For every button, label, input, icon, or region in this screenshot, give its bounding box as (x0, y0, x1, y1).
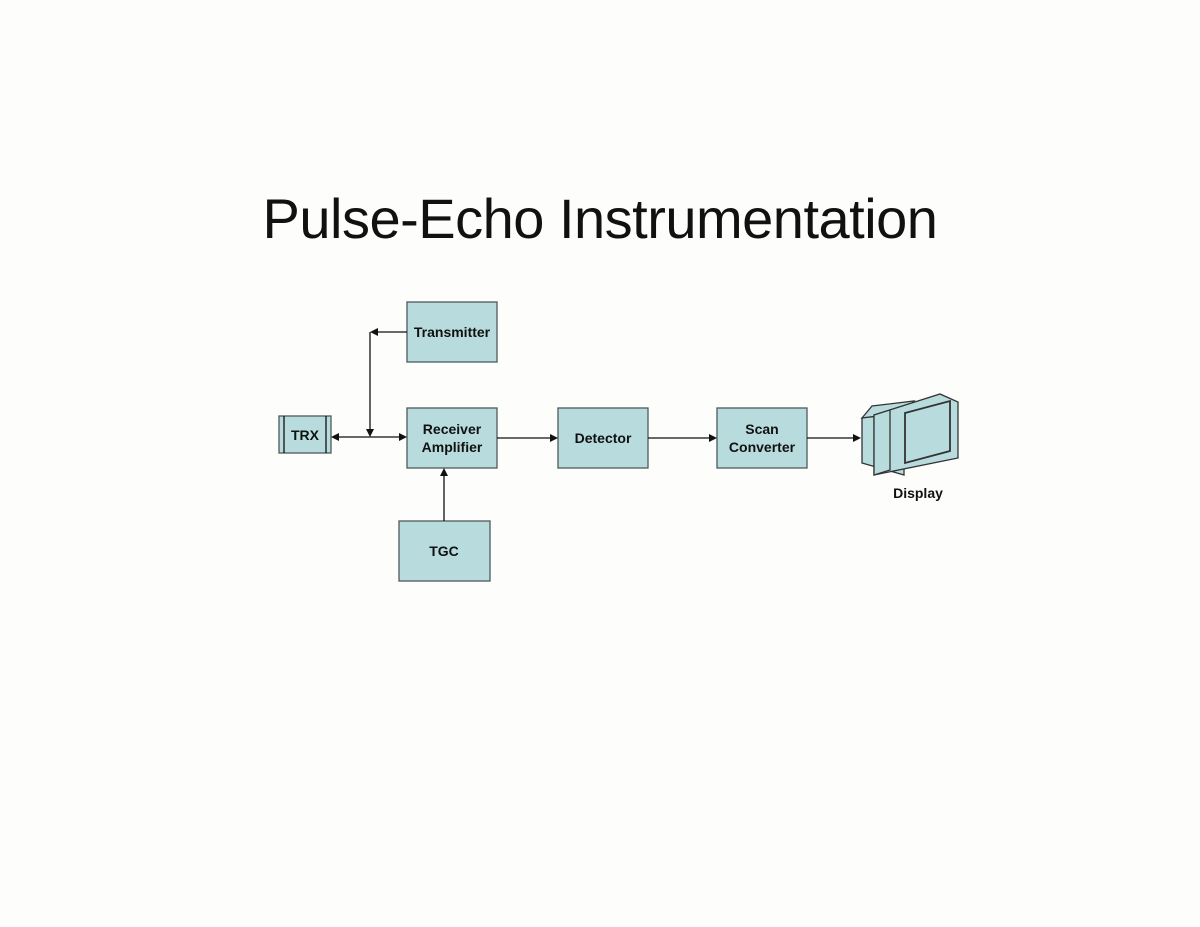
detector-label: Detector (575, 430, 632, 446)
display-monitor-icon (862, 394, 958, 475)
arrowhead-into-receiver (399, 433, 407, 441)
scan-converter-label-line2: Converter (729, 439, 796, 455)
transmitter-label: Transmitter (414, 324, 491, 340)
receiver-amplifier-block: Receiver Amplifier (407, 408, 497, 468)
receiver-amplifier-box (407, 408, 497, 468)
scan-converter-label-line1: Scan (745, 421, 778, 437)
arrowhead-into-display (853, 434, 861, 442)
arrowhead-into-scan-converter (709, 434, 717, 442)
monitor-front-edge (874, 410, 890, 475)
arrowhead-transmitter-junction (366, 429, 374, 437)
trx-label: TRX (291, 427, 320, 443)
tgc-label: TGC (429, 543, 459, 559)
display-label: Display (893, 485, 943, 501)
trx-block: TRX (279, 416, 331, 453)
transmitter-block: Transmitter (407, 302, 497, 362)
arrowhead-tgc-into-receiver (440, 468, 448, 476)
receiver-label-line2: Amplifier (422, 439, 483, 455)
tgc-block: TGC (399, 521, 490, 581)
receiver-label-line1: Receiver (423, 421, 482, 437)
arrowhead-transmitter-corner (370, 328, 378, 336)
scan-converter-box (717, 408, 807, 468)
detector-block: Detector (558, 408, 648, 468)
scan-converter-block: Scan Converter (717, 408, 807, 468)
monitor-screen (905, 401, 950, 463)
arrowhead-into-trx (331, 433, 339, 441)
arrowhead-into-detector (550, 434, 558, 442)
